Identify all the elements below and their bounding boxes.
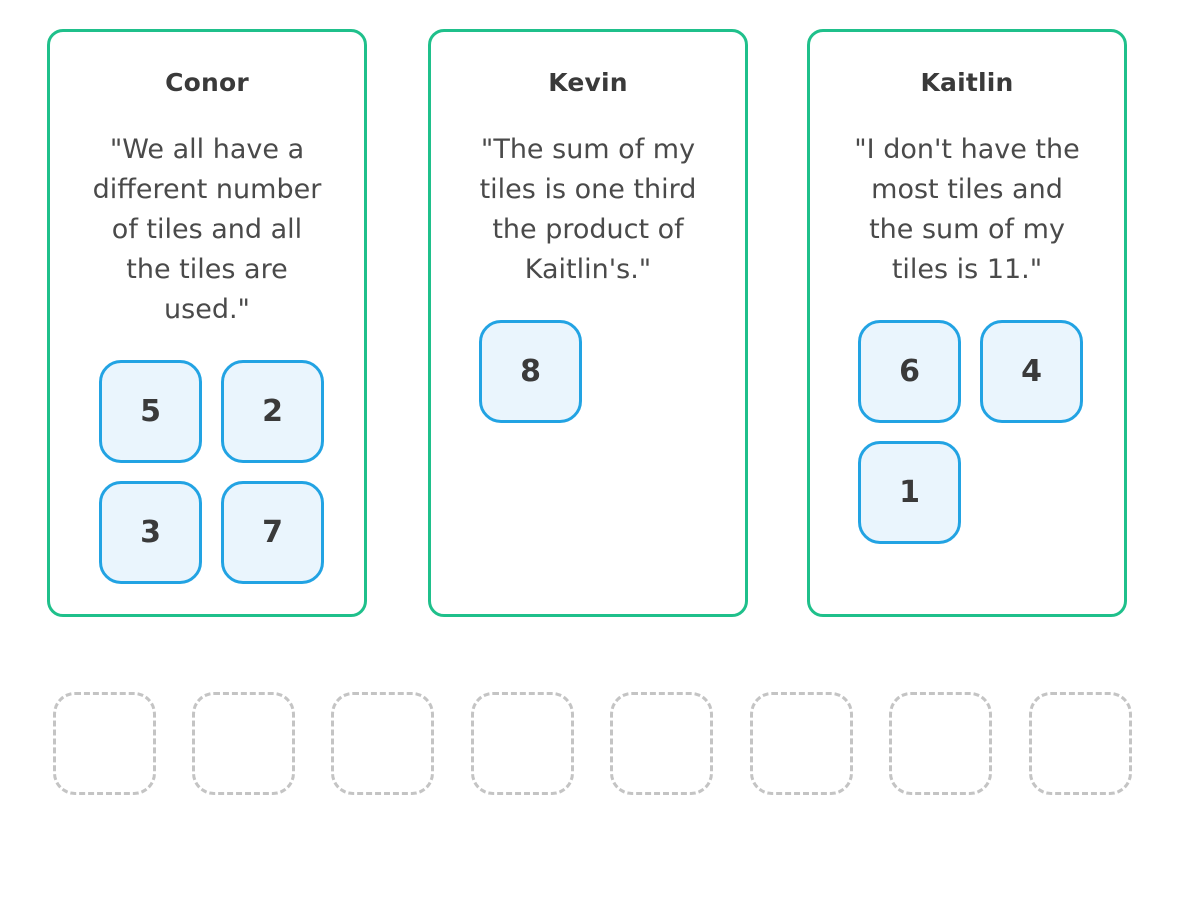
card-quote: "We all have a different number of tiles… <box>92 134 322 325</box>
card-name: Kevin <box>548 68 628 97</box>
character-card-conor: Conor "We all have a different number of… <box>47 29 367 617</box>
number-tile[interactable]: 7 <box>221 481 324 584</box>
number-tile[interactable]: 1 <box>858 441 961 544</box>
card-name: Conor <box>165 68 249 97</box>
number-tile[interactable]: 4 <box>980 320 1083 423</box>
character-card-kevin: Kevin "The sum of my tiles is one third … <box>428 29 748 617</box>
empty-tile-slot[interactable] <box>750 692 853 795</box>
empty-tile-slot[interactable] <box>471 692 574 795</box>
empty-tile-slot[interactable] <box>53 692 156 795</box>
character-card-kaitlin: Kaitlin "I don't have the most tiles and… <box>807 29 1127 617</box>
empty-tile-slot[interactable] <box>331 692 434 795</box>
number-tile[interactable]: 5 <box>99 360 202 463</box>
empty-tile-slot[interactable] <box>889 692 992 795</box>
number-tile[interactable]: 2 <box>221 360 324 463</box>
empty-tile-slot[interactable] <box>610 692 713 795</box>
empty-tile-slot[interactable] <box>192 692 295 795</box>
number-tile[interactable]: 3 <box>99 481 202 584</box>
empty-tile-slot[interactable] <box>1029 692 1132 795</box>
card-name: Kaitlin <box>920 68 1014 97</box>
number-tile[interactable]: 6 <box>858 320 961 423</box>
card-quote: "I don't have the most tiles and the sum… <box>854 134 1080 285</box>
card-quote: "The sum of my tiles is one third the pr… <box>479 134 697 285</box>
number-tile[interactable]: 8 <box>479 320 582 423</box>
